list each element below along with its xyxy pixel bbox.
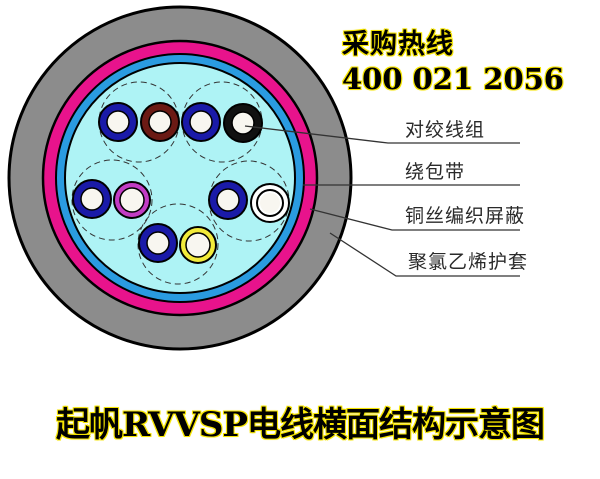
conductor-violet	[113, 181, 151, 219]
diagram-caption: 起帆RVVSP电线横面结构示意图	[56, 405, 545, 445]
label-pvc-sheath: 聚氯乙烯护套	[408, 251, 529, 273]
conductors	[72, 102, 290, 264]
label-wrapping-tape: 绕包带	[405, 161, 466, 183]
conductor-blue-5	[138, 223, 178, 263]
label-copper-braid-shield: 铜丝编织屏蔽	[405, 205, 526, 227]
conductor-white	[250, 183, 290, 223]
leader-line-copper-shield	[309, 208, 520, 231]
conductor-black	[223, 103, 263, 143]
leader-line-pvc-sheath	[329, 232, 520, 277]
hotline-phone-number: 400 021 2056	[342, 62, 564, 96]
conductor-brown	[140, 102, 180, 142]
conductor-blue-4	[208, 180, 248, 220]
conductor-yellow	[179, 226, 217, 264]
hotline-title: 采购热线	[342, 29, 454, 60]
filler-area	[64, 62, 296, 294]
conductor-blue-2	[181, 102, 221, 142]
conductor-blue-1	[98, 102, 138, 142]
leader-line-twisted-pair	[244, 125, 520, 144]
leader-lines	[244, 125, 520, 277]
label-twisted-pair-group: 对绞线组	[405, 119, 486, 141]
conductor-blue-3	[72, 179, 112, 219]
